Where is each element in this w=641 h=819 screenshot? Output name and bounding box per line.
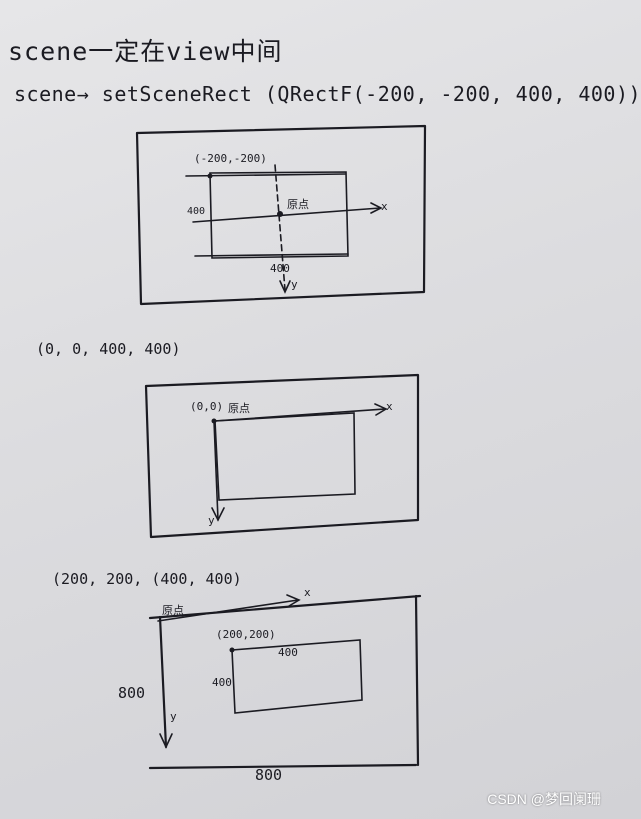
sketch1-corner-dot — [207, 173, 213, 179]
sketch3-rect-label: (200, 200, (400, 400) — [52, 570, 242, 588]
notes-title: scene一定在view中间 — [8, 37, 283, 66]
sketch2-x-axis-line — [213, 408, 386, 422]
sketch3-view-frame — [148, 594, 422, 770]
sketch1-left-tick: 400 — [187, 206, 206, 217]
sketch1-view-frame — [135, 124, 427, 306]
sketch3-scene-rect — [231, 639, 363, 714]
sketch3-corner-dot — [229, 647, 235, 653]
sketch3-inner-width: 400 — [278, 646, 298, 659]
sketch2-center-label: 原点 — [228, 402, 250, 415]
sketch2-x-arrow — [374, 403, 388, 416]
sketch2-scene-rect — [214, 412, 356, 501]
sketch2-view-frame — [144, 373, 420, 539]
sketch3-origin-label: 原点 — [162, 604, 184, 617]
sketch3-x-axis-line — [157, 599, 299, 622]
sketch1-x-arrow — [370, 202, 383, 214]
csdn-watermark: CSDN @梦回阑珊 — [487, 791, 601, 807]
sketch3-x-arrow — [286, 594, 301, 607]
handwritten-notes-photo: scene一定在view中间 scene→ setSceneRect (QRec… — [8, 37, 641, 807]
sketch3-inner-corner: (200,200) — [216, 628, 276, 641]
sketch1-y-axis-line — [274, 164, 286, 291]
sketch2-origin-label: (0,0) — [190, 400, 224, 413]
sketch1-x-axis-line — [192, 207, 381, 223]
sketch3-left-size: 800 — [118, 684, 146, 702]
sketch3-y-axis-line — [158, 615, 168, 749]
notes-call: scene→ setSceneRect (QRectF(-200, -200, … — [14, 82, 641, 106]
sketch2-origin-dot — [211, 418, 217, 424]
sketch2-rect-label: (0, 0, 400, 400) — [36, 340, 181, 358]
sketch1-x-label: x — [381, 200, 388, 213]
sketch2-y-arrow — [211, 507, 225, 522]
sketch-drawings — [135, 124, 427, 770]
sketch1-top-line — [185, 173, 346, 177]
sketch1-y-label: y — [291, 278, 298, 291]
sketch2-y-label: y — [208, 514, 215, 527]
sketch1-bottom-size: 400 — [270, 262, 290, 275]
sketch1-scene-rect — [209, 171, 349, 259]
sketch3-y-arrow — [159, 733, 173, 749]
sketch3-x-label: x — [304, 586, 311, 599]
sketch2-x-label: x — [386, 400, 393, 413]
sketch2-y-axis-line — [213, 420, 219, 521]
sketch3-bottom-size: 800 — [255, 766, 283, 784]
sketch1-origin-dot — [277, 211, 283, 217]
sketch3-inner-height: 400 — [212, 676, 232, 689]
sketch1-center-label: 原点 — [287, 198, 309, 211]
sketch3-y-label: y — [170, 710, 177, 723]
sketch1-bottom-line — [194, 253, 349, 257]
sketch1-corner-label: (-200,-200) — [194, 152, 267, 165]
sketch1-y-arrow — [279, 280, 291, 294]
